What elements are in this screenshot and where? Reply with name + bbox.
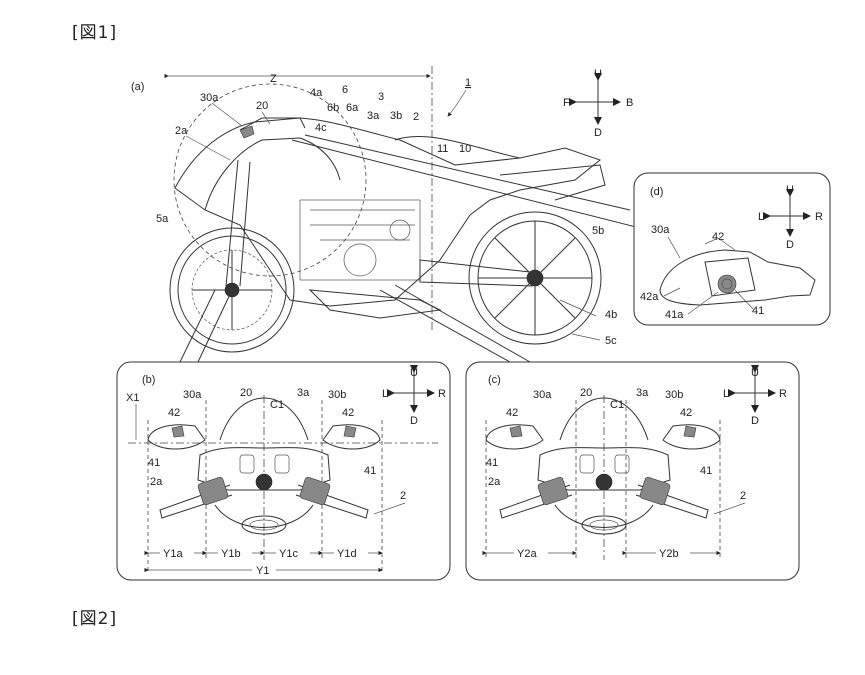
mirror-lamp xyxy=(718,275,736,293)
part-3a: 3a xyxy=(367,110,380,122)
panel-c-2: 2 xyxy=(740,490,746,502)
svg-text:L: L xyxy=(723,388,729,400)
part-4b: 4b xyxy=(605,309,617,321)
compass-down: D xyxy=(594,127,602,139)
svg-text:U: U xyxy=(410,367,418,379)
panel-b-3a: 3a xyxy=(297,387,310,399)
part-30a: 30a xyxy=(200,92,219,104)
svg-text:R: R xyxy=(815,211,823,223)
view-a-label: (a) xyxy=(131,81,144,93)
panel-b-30a: 30a xyxy=(183,389,202,401)
panel-b-label: (b) xyxy=(142,374,155,386)
leader-to-panel-b-2 xyxy=(198,290,232,362)
dim-y2b: Y2b xyxy=(659,548,679,560)
svg-text:U: U xyxy=(786,184,794,196)
panel-b-2: 2 xyxy=(400,490,406,502)
dim-y1c: Y1c xyxy=(279,548,298,560)
dim-y1d: Y1d xyxy=(337,548,357,560)
panel-b-30b: 30b xyxy=(328,389,346,401)
part-5c: 5c xyxy=(605,335,617,347)
panel-c-3a: 3a xyxy=(636,387,649,399)
panel-b-c1: C1 xyxy=(270,399,284,411)
part-10: 10 xyxy=(459,143,471,155)
panel-b-42-left: 42 xyxy=(168,407,180,419)
svg-text:D: D xyxy=(751,415,759,427)
part-2: 2 xyxy=(413,111,419,123)
tail-section xyxy=(500,165,605,200)
part-3b: 3b xyxy=(390,110,402,122)
compass-front: F xyxy=(563,97,570,109)
panel-c-c1: C1 xyxy=(610,399,624,411)
panel-c-41-left: 41 xyxy=(486,457,498,469)
panel-c-label: (c) xyxy=(488,374,501,386)
side-mirror-a xyxy=(240,126,254,138)
panel-d-41: 41 xyxy=(752,305,764,317)
part-5b: 5b xyxy=(592,225,604,237)
part-5a: 5a xyxy=(156,213,169,225)
panel-b-2a: 2a xyxy=(150,476,163,488)
seat-line xyxy=(395,136,520,158)
fairing-line xyxy=(205,138,340,210)
svg-text:D: D xyxy=(786,239,794,251)
panel-b-20: 20 xyxy=(240,387,252,399)
svg-text:U: U xyxy=(751,367,759,379)
panel-b-41-right: 41 xyxy=(364,465,376,477)
dim-z-label: Z xyxy=(270,73,277,85)
dim-y1a: Y1a xyxy=(163,548,183,560)
svg-text:L: L xyxy=(758,211,764,223)
swingarm xyxy=(420,260,532,286)
compass-back: B xyxy=(626,97,633,109)
panel-c: (c) U D L R 30a 20 3a 30b C xyxy=(466,362,799,580)
part-2a: 2a xyxy=(175,125,188,137)
dim-y2a: Y2a xyxy=(517,548,537,560)
panel-d-label: (d) xyxy=(650,186,663,198)
leader-to-panel-c-2 xyxy=(395,285,530,362)
panel-c-20: 20 xyxy=(580,387,592,399)
panel-d-42a: 42a xyxy=(640,291,659,303)
rear-wheel xyxy=(469,212,601,344)
leader-to-panel-b xyxy=(180,290,215,362)
panel-c-42-left: 42 xyxy=(506,407,518,419)
panel-b-41-left: 41 xyxy=(148,457,160,469)
panel-c-30a: 30a xyxy=(533,389,552,401)
panel-b: (b) U D L R xyxy=(117,362,450,580)
leader-to-panel-c xyxy=(380,290,510,362)
panel-c-41-right: 41 xyxy=(700,465,712,477)
svg-text:R: R xyxy=(779,388,787,400)
svg-text:R: R xyxy=(438,388,446,400)
svg-text:D: D xyxy=(410,415,418,427)
engine-block xyxy=(300,200,440,318)
part-6a: 6a xyxy=(346,102,359,114)
dim-y1b: Y1b xyxy=(221,548,241,560)
part-6: 6 xyxy=(342,84,348,96)
panel-b-x1: X1 xyxy=(126,392,139,404)
compass-up: U xyxy=(594,68,602,80)
svg-text:L: L xyxy=(382,388,388,400)
panel-c-42-right: 42 xyxy=(680,407,692,419)
panel-d-41a: 41a xyxy=(665,309,684,321)
panel-d: (d) U D L R 30a 42 42a 41a 41 xyxy=(634,173,830,325)
part-11: 11 xyxy=(437,143,448,155)
ref-1-label: 1 xyxy=(465,77,471,89)
panel-c-2a: 2a xyxy=(488,476,501,488)
dim-y1: Y1 xyxy=(256,565,269,577)
panel-b-stem-nut xyxy=(256,474,272,490)
panel-b-42-right: 42 xyxy=(342,407,354,419)
part-4a: 4a xyxy=(310,87,323,99)
part-3: 3 xyxy=(378,91,384,103)
part-20: 20 xyxy=(256,100,268,112)
panel-d-30a: 30a xyxy=(651,224,670,236)
main-side-view: (a) Z 1 U D F B xyxy=(131,66,640,362)
compass-fb: U D F B xyxy=(563,68,633,139)
ref-1-leader xyxy=(448,90,466,116)
panel-c-30b: 30b xyxy=(665,389,683,401)
part-6b: 6b xyxy=(327,102,339,114)
part-4c: 4c xyxy=(315,122,327,134)
